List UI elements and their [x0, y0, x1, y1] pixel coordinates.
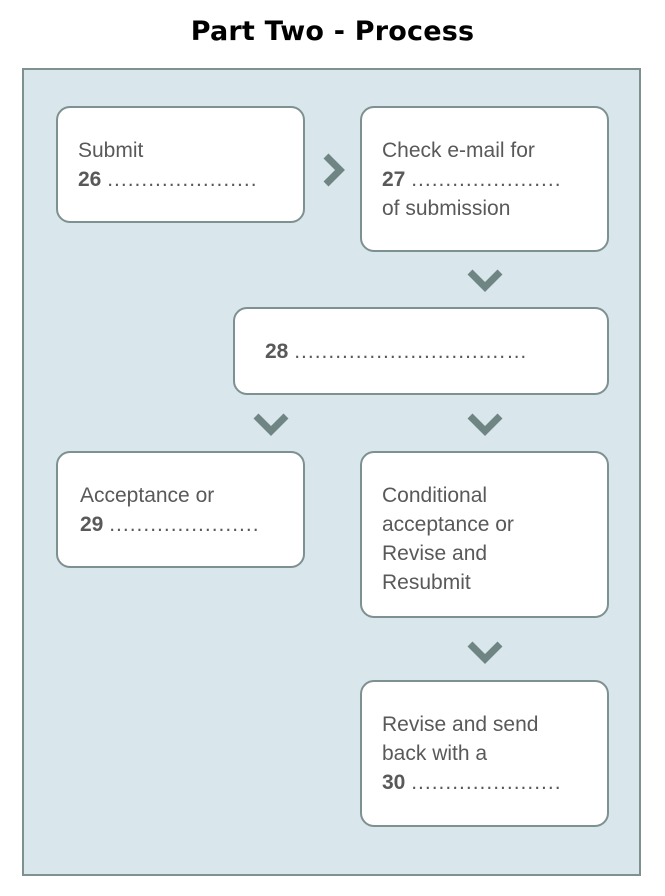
- question-number-27: 27: [382, 168, 406, 191]
- arrow-down-icon: [251, 411, 291, 439]
- answer-26-line: 26 ......................: [78, 165, 293, 194]
- conditional-line-3: Revise and: [382, 542, 488, 565]
- arrow-down-icon: [465, 267, 505, 295]
- acceptance-label: Acceptance or: [80, 484, 215, 507]
- answer-29-line: 29 ......................: [80, 510, 293, 539]
- submit-label: Submit: [78, 139, 144, 162]
- page-title: Part Two - Process: [190, 16, 475, 47]
- conditional-line-2: acceptance or: [382, 513, 514, 536]
- answer-blank-30: ......................: [411, 771, 562, 794]
- conditional-line-4: Resubmit: [382, 571, 471, 594]
- arrow-down-icon: [465, 411, 505, 439]
- revise-send-box: Revise and send back with a 30 .........…: [360, 680, 609, 827]
- acceptance-box: Acceptance or 29 ......................: [56, 451, 305, 568]
- answer-27-line: 27 ......................: [382, 165, 597, 194]
- revise-send-line-2: back with a: [382, 742, 488, 765]
- answer-28-line: 28 ...............................…: [265, 337, 597, 366]
- answer-blank-28: ...............................…: [294, 340, 529, 363]
- question-number-30: 30: [382, 771, 406, 794]
- answer-blank-27: ......................: [411, 168, 562, 191]
- question-number-26: 26: [78, 168, 102, 191]
- revise-send-line-1: Revise and send: [382, 713, 539, 736]
- answer-30-line: 30 ......................: [382, 768, 597, 797]
- check-email-suffix: of submission: [382, 197, 511, 220]
- conditional-line-1: Conditional: [382, 484, 488, 507]
- conditional-acceptance-box: Conditional acceptance or Revise and Res…: [360, 451, 609, 618]
- submit-box: Submit 26 ......................: [56, 106, 305, 223]
- arrow-down-icon: [465, 639, 505, 667]
- question-number-28: 28: [265, 340, 289, 363]
- check-email-box: Check e-mail for 27 ....................…: [360, 106, 609, 252]
- check-email-label: Check e-mail for: [382, 139, 535, 162]
- answer-blank-29: ......................: [109, 513, 260, 536]
- question-number-29: 29: [80, 513, 104, 536]
- answer-blank-26: ......................: [107, 168, 258, 191]
- arrow-right-icon: [320, 152, 348, 188]
- step-28-box: 28 ...............................…: [233, 307, 609, 395]
